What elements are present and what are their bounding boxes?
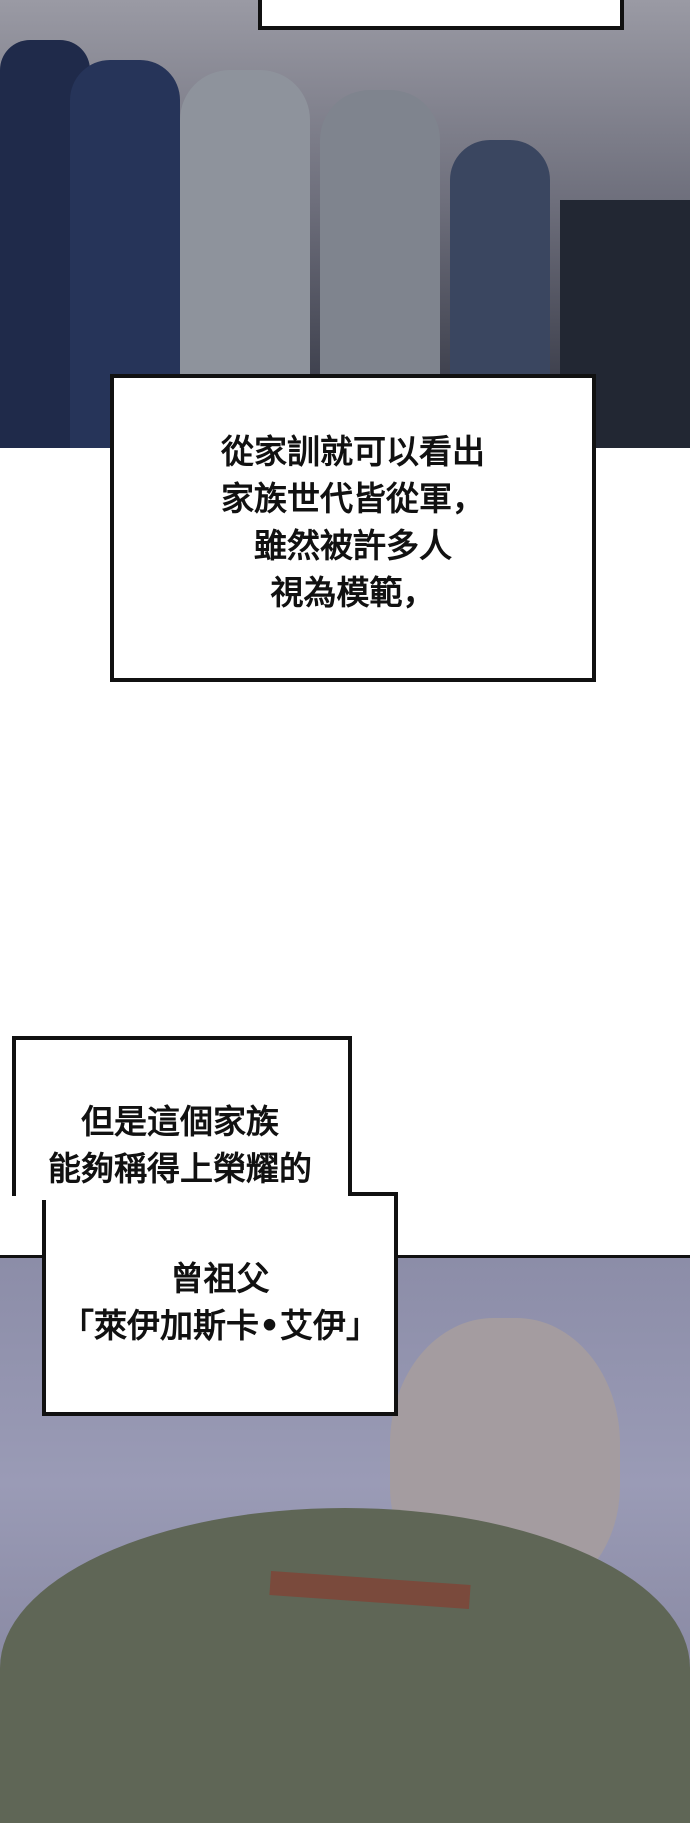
caption-line: 「萊伊加斯卡•艾伊」 [60,1306,380,1345]
caption-2-bottom-text: 曾祖父 「萊伊加斯卡•艾伊」 [50,1255,390,1349]
caption-line: 從家訓就可以看出 [221,432,485,471]
caption-line: 家族世代皆從軍， [221,479,485,518]
caption-line: 能夠稱得上榮耀的 [48,1149,312,1188]
caption-line: 曾祖父 [170,1259,270,1298]
caption-line: 視為模範， [270,573,436,612]
caption-2-bottom-box [42,1192,398,1416]
cloak-figure [0,1508,690,1823]
caption-1-text: 從家訓就可以看出 家族世代皆從軍， 雖然被許多人 視為模範， [114,428,592,616]
caption-box-1: 從家訓就可以看出 家族世代皆從軍， 雖然被許多人 視為模範， [110,374,596,682]
caption-line: 雖然被許多人 [254,526,452,565]
caption-2-top-box [12,1036,352,1196]
caption-2-top-text: 但是這個家族 能夠稱得上榮耀的 [20,1098,340,1192]
box-joint [46,1186,346,1200]
caption-line: 但是這個家族 [81,1102,279,1141]
caption-box-top-partial [258,0,624,30]
